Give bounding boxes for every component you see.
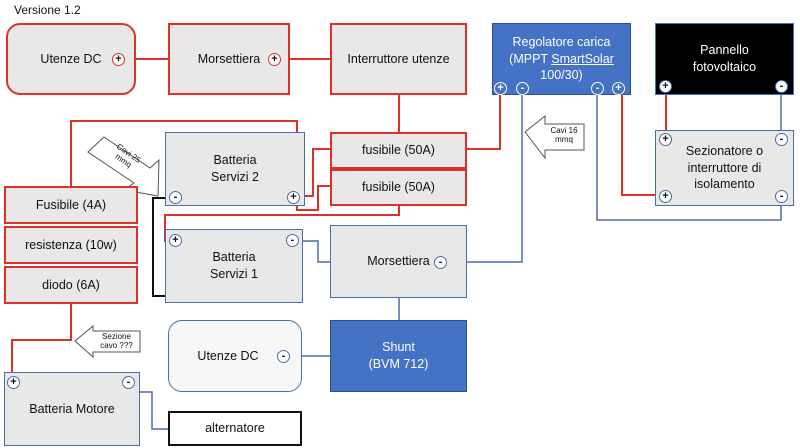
wire-fusibile-regolatore xyxy=(466,94,501,150)
wire-fusibile-batteria2 xyxy=(298,148,330,197)
batteria-servizi-2-plus-terminal[interactable]: + xyxy=(287,191,300,204)
regolatore-line3: 100/30) xyxy=(540,68,583,83)
pannello-minus-terminal[interactable]: - xyxy=(775,80,788,93)
batteria-servizi-1-line1: Batteria xyxy=(212,250,256,265)
regolatore-line1: Regolatore carica xyxy=(512,34,611,49)
sezionatore-line1: Sezionatore o xyxy=(685,143,764,158)
sezione-line1: Sezione xyxy=(102,332,131,341)
diodo-label: diodo (6A) xyxy=(42,277,100,292)
fusibile-50a-1-box[interactable]: fusibile (50A) xyxy=(330,132,467,169)
version-label: Versione 1.2 xyxy=(14,3,81,17)
wire-batteria1-morsettiera xyxy=(293,240,330,263)
batteria-servizi-1-box[interactable]: Batteria Servizi 1 xyxy=(165,229,303,303)
regolatore-line2-model: SmartSolar xyxy=(551,51,614,66)
regolatore-line2-prefix: (MPPT xyxy=(509,51,552,66)
batteria-motore-minus-terminal[interactable]: - xyxy=(122,376,135,389)
batteria-servizi-2-line1: Batteria xyxy=(213,153,257,168)
alternatore-label: alternatore xyxy=(205,421,265,436)
batteria-servizi-2-minus-terminal[interactable]: - xyxy=(169,191,182,204)
utenze-dc-top-plus-terminal[interactable]: + xyxy=(112,53,125,66)
sezione-label: Sezione cavo ??? xyxy=(93,332,140,350)
interruttore-utenze-box[interactable]: Interruttore utenze xyxy=(330,23,467,95)
sezione-arrow xyxy=(74,324,141,359)
fusibile-50a-2-label: fusibile (50A) xyxy=(362,180,435,195)
wire-morsettiera-regolatore xyxy=(465,94,523,263)
regolatore-terminal-1[interactable]: + xyxy=(494,82,507,95)
regolatore-carica-box[interactable]: Regolatore carica (MPPT SmartSolar 100/3… xyxy=(492,23,631,95)
regolatore-terminal-4[interactable]: + xyxy=(612,82,625,95)
batteria-servizi-2-box[interactable]: Batteria Servizi 2 xyxy=(165,132,305,206)
sezione-line2: cavo ??? xyxy=(100,341,133,350)
utenze-dc-bottom-minus-terminal[interactable]: - xyxy=(277,350,290,363)
cavi16-arrow xyxy=(524,114,585,160)
alternatore-box[interactable]: alternatore xyxy=(168,411,302,446)
fusibile-50a-1-label: fusibile (50A) xyxy=(362,143,435,158)
shunt-line1: Shunt xyxy=(382,340,415,355)
cavi16-line1: Cavi 16 xyxy=(550,126,578,135)
resistenza-label: resistenza (10w) xyxy=(25,237,117,252)
resistenza-box[interactable]: resistenza (10w) xyxy=(4,226,138,264)
shunt-box[interactable]: Shunt (BVM 712) xyxy=(330,320,467,392)
utenze-dc-top-label: Utenze DC xyxy=(40,51,102,66)
morsettiera-mid-label: Morsettiera xyxy=(367,254,430,269)
wire-motore-alternatore xyxy=(128,391,168,430)
fusibile-4a-label: Fusibile (4A) xyxy=(35,197,107,212)
shunt-line2: (BVM 712) xyxy=(368,357,429,371)
sezionatore-line2: interruttore di xyxy=(687,160,762,175)
regolatore-line2: (MPPT SmartSolar xyxy=(509,51,614,68)
sezionatore-box[interactable]: Sezionatore o interruttore di isolamento xyxy=(655,130,794,206)
regolatore-terminal-3[interactable]: - xyxy=(591,82,604,95)
regolatore-terminal-2[interactable]: - xyxy=(516,82,529,95)
batteria-servizi-1-line2: Servizi 1 xyxy=(210,267,258,281)
fusibile-50a-2-box[interactable]: fusibile (50A) xyxy=(330,169,467,206)
morsettiera-top-plus-terminal[interactable]: + xyxy=(268,53,281,66)
batteria-motore-label: Batteria Motore xyxy=(29,401,115,416)
pannello-plus-terminal[interactable]: + xyxy=(659,80,672,93)
batteria-motore-box[interactable]: Batteria Motore xyxy=(4,372,140,446)
pannello-line1: Pannello xyxy=(700,43,749,58)
utenze-dc-bottom-label: Utenze DC xyxy=(197,348,259,363)
batteria-servizi-1-plus-terminal[interactable]: + xyxy=(169,234,182,247)
morsettiera-top-label: Morsettiera xyxy=(197,51,261,66)
cavi25-arrow xyxy=(87,136,160,197)
sezionatore-minus-terminal-top[interactable]: - xyxy=(775,133,788,146)
wire-regolatore-sezionatore xyxy=(621,94,660,196)
sezionatore-minus-terminal-bottom[interactable]: - xyxy=(775,190,788,203)
fusibile-4a-box[interactable]: Fusibile (4A) xyxy=(4,186,138,224)
cavi16-line2: mmq xyxy=(555,135,573,144)
sezionatore-plus-terminal-top[interactable]: + xyxy=(659,133,672,146)
interruttore-utenze-label: Interruttore utenze xyxy=(347,51,450,66)
pannello-line2: fotovoltaico xyxy=(692,60,757,74)
batteria-servizi-2-line2: Servizi 2 xyxy=(211,170,259,184)
wire-diodo-motore xyxy=(11,302,72,380)
diodo-box[interactable]: diodo (6A) xyxy=(4,266,138,304)
batteria-servizi-1-minus-terminal[interactable]: - xyxy=(286,234,299,247)
batteria-motore-plus-terminal[interactable]: + xyxy=(7,376,20,389)
wire-regolatore-sezionatore-neg xyxy=(596,94,782,221)
pannello-fotovoltaico-box[interactable]: Pannello fotovoltaico xyxy=(655,23,794,95)
sezionatore-plus-terminal-bottom[interactable]: + xyxy=(659,190,672,203)
sezionatore-line3: isolamento xyxy=(694,177,755,192)
morsettiera-mid-minus-terminal[interactable]: - xyxy=(434,256,447,269)
cavi16-label: Cavi 16 mmq xyxy=(545,126,583,144)
